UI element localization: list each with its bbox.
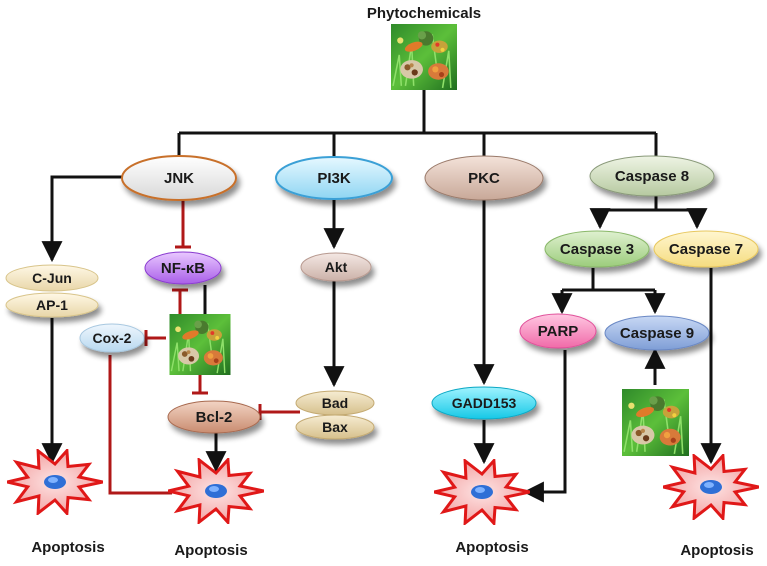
node-caspase9-label: Caspase 9 <box>620 325 694 342</box>
inhibit-photo-nfkb <box>172 288 188 314</box>
node-jnk-label: JNK <box>164 170 194 187</box>
inhibit-photo-cox2 <box>144 330 166 346</box>
node-cjun-label: C-Jun <box>32 270 72 286</box>
node-caspase3: Caspase 3 <box>544 230 650 268</box>
apoptotic-cell-3 <box>434 459 530 525</box>
inhibit-cox2-apoptosis <box>108 355 172 495</box>
connector-caspase3-split <box>591 268 655 292</box>
node-caspase7-label: Caspase 7 <box>669 241 743 258</box>
node-pkc-label: PKC <box>468 170 500 187</box>
node-parp: PARP <box>519 313 597 349</box>
apoptosis-label-4: Apoptosis <box>680 542 753 559</box>
connectors <box>41 90 722 503</box>
node-pi3k: PI3K <box>275 156 393 200</box>
phytochemical-image-jnk <box>168 314 232 375</box>
node-pkc: PKC <box>424 155 544 201</box>
arrow-parp-apoptosis <box>522 350 567 503</box>
inhibit-photo-bcl2 <box>192 375 208 395</box>
phytochemical-image-top <box>390 24 458 90</box>
inhibitions <box>108 198 300 495</box>
inhibit-bad-bcl2 <box>258 404 300 420</box>
phytochemical-image-caspase <box>622 388 689 457</box>
apoptotic-cell-1 <box>7 449 103 515</box>
node-jnk: JNK <box>121 155 237 201</box>
node-ap1: AP-1 <box>5 292 99 318</box>
node-caspase8: Caspase 8 <box>589 155 715 197</box>
diagram-title: Phytochemicals <box>367 5 481 22</box>
apoptosis-label-2: Apoptosis <box>174 542 247 559</box>
apoptosis-label-1: Apoptosis <box>31 539 104 556</box>
node-akt-label: Akt <box>325 259 348 275</box>
inhibit-jnk-nfkb <box>175 198 191 249</box>
node-caspase9: Caspase 9 <box>604 315 710 351</box>
node-nfkb-label: NF-κB <box>161 260 205 277</box>
apoptotic-cell-4 <box>663 454 759 520</box>
node-gadd153-label: GADD153 <box>452 395 517 411</box>
node-bad-label: Bad <box>322 395 348 411</box>
arrow-caspase8-caspase3 <box>600 210 697 227</box>
node-bcl2: Bcl-2 <box>167 400 261 434</box>
node-bax-label: Bax <box>322 419 348 435</box>
node-cox2: Cox-2 <box>79 323 145 353</box>
node-ap1-label: AP-1 <box>36 297 68 313</box>
arrow-caspase3-parp <box>562 288 593 312</box>
apoptosis-label-3: Apoptosis <box>455 539 528 556</box>
node-bcl2-label: Bcl-2 <box>196 409 233 426</box>
node-bax: Bax <box>295 414 375 440</box>
node-gadd153: GADD153 <box>431 386 537 420</box>
node-caspase8-label: Caspase 8 <box>615 168 689 185</box>
node-cjun: C-Jun <box>5 264 99 292</box>
node-parp-label: PARP <box>538 323 579 340</box>
node-akt: Akt <box>300 252 372 282</box>
node-pi3k-label: PI3K <box>317 170 351 187</box>
node-bad: Bad <box>295 390 375 416</box>
node-nfkb: NF-κB <box>144 251 222 285</box>
node-cox2-label: Cox-2 <box>93 330 132 346</box>
node-caspase7: Caspase 7 <box>653 230 759 268</box>
arrow-jnk-cjun <box>41 175 122 263</box>
node-caspase3-label: Caspase 3 <box>560 241 634 258</box>
